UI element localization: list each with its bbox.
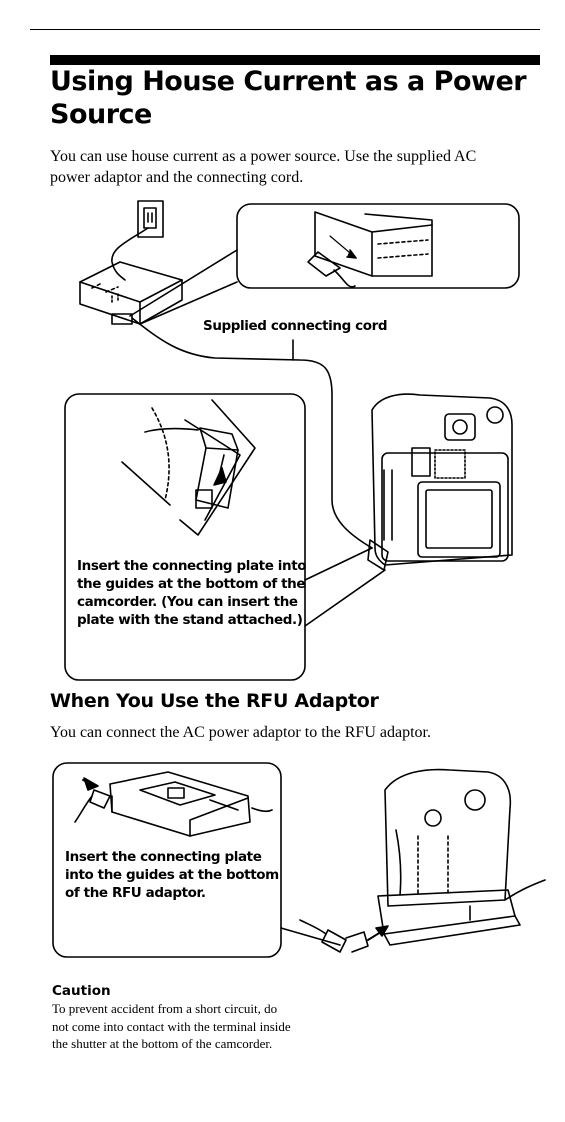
connecting-cord-callout: Supplied connecting cord [203,317,387,335]
plate-detail-inset [65,394,305,680]
caution-title: Caution [52,983,111,999]
rfu-insert-note: Insert the connecting plate into the gui… [65,848,280,902]
rfu-paragraph: You can connect the AC power adaptor to … [50,722,550,743]
rfu-heading: When You Use the RFU Adaptor [50,690,379,712]
rfu-connector-plug [300,920,388,952]
caution-body: To prevent accident from a short circuit… [52,1000,292,1053]
camcorder-rfu-illustration [378,770,545,945]
camcorder-illustration [368,394,512,570]
connecting-cord [132,318,372,548]
power-cord [112,228,148,280]
plate-insert-note: Insert the connecting plate into the gui… [77,557,307,629]
plug-detail-inset [237,204,519,288]
